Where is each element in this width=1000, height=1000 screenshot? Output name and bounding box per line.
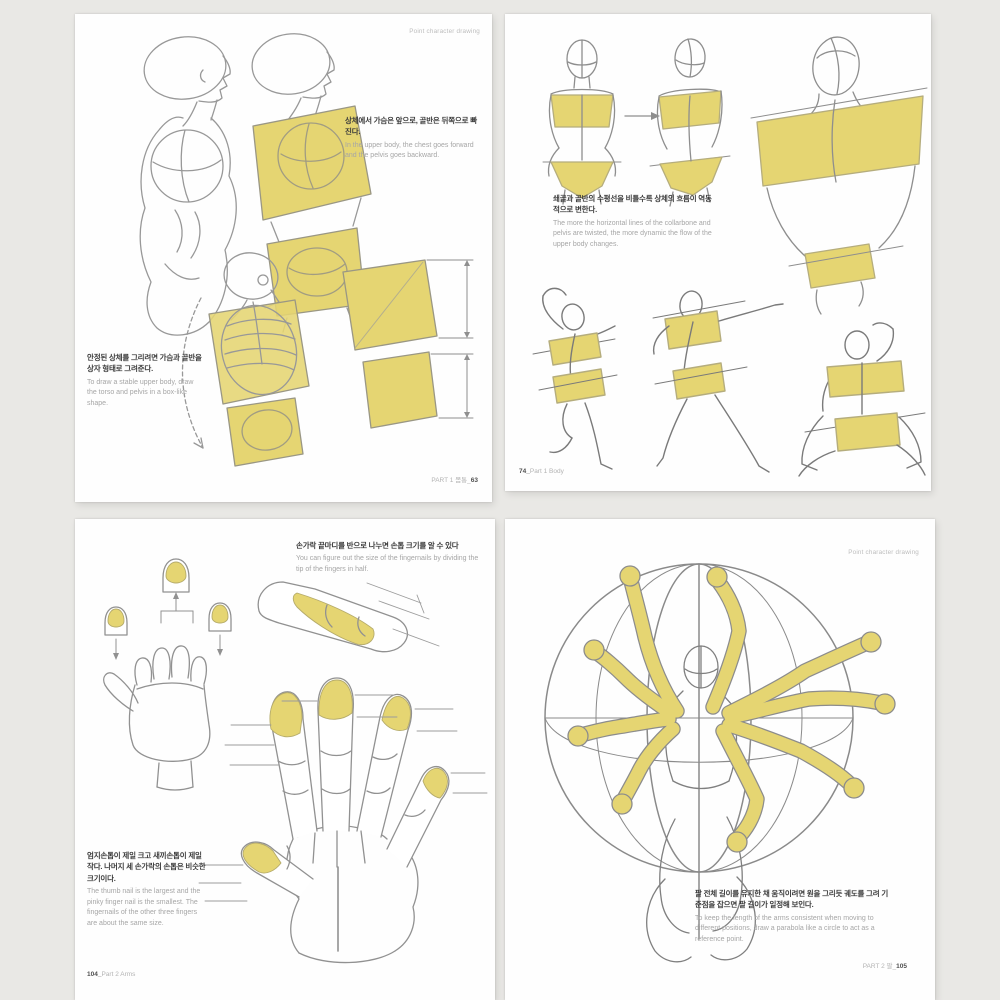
caption-english: To draw a stable upper body, draw the to… <box>87 378 194 408</box>
book-page-upper-body-profile: Point character drawing 상체에서 가슴은 앞으로, 골반… <box>75 14 492 502</box>
caption-korean: 쇄골과 골반의 수평선을 비틀수록 상체의 흐름이 역동적으로 변한다. <box>553 194 712 215</box>
page-footer: PART 2 팔_105 <box>863 960 907 970</box>
footer-page-number: 74_ <box>519 468 530 475</box>
caption-korean: 상체에서 가슴은 앞으로, 골반은 뒤쪽으로 빠진다. <box>345 116 477 137</box>
page-footer: 74_Part 1 Body <box>519 468 564 475</box>
book-page-arm-rotation: Point character drawing 팔 전체 길이를 유지한 채 움… <box>505 519 935 1000</box>
footer-page-number: 105 <box>896 963 907 970</box>
footer-part-label: Part 2 Arms <box>101 971 136 978</box>
rotating-arms <box>567 565 896 853</box>
caption-korean: 손가락 끝마디를 반으로 나누면 손톱 크기를 알 수 있다 <box>296 541 459 550</box>
caption-stable-upper-body: 안정된 상체를 그리려면 가슴과 골반을 상자 형태로 그려준다. To dra… <box>87 352 205 410</box>
caption-korean: 엄지손톱이 제일 크고 새끼손톱이 제일 작다. 나머지 세 손가락의 손톱은 … <box>87 851 206 883</box>
measurement-lines <box>198 694 488 902</box>
page-footer: PART 1 몸통_63 <box>431 474 478 484</box>
footer-page-number: 63 <box>470 477 478 484</box>
skeleton-torso-with-boxes <box>181 252 310 467</box>
footer-page-number: 104_ <box>87 971 102 978</box>
torso-with-box-highlights <box>251 33 372 333</box>
footer-part-label: PART 2 팔_ <box>862 963 897 970</box>
pose-arm-raised <box>532 287 618 470</box>
caption-english: The thumb nail is the largest and the pi… <box>87 887 201 928</box>
caption-korean: 안정된 상체를 그리려면 가슴과 골반을 상자 형태로 그려준다. <box>87 353 202 374</box>
box-diagram-with-measures <box>342 259 474 429</box>
page-running-head: Point character drawing <box>848 549 919 556</box>
arrow-right-icon <box>651 112 660 120</box>
caption-english: The more the horizontal lines of the col… <box>553 219 712 249</box>
curve-arrowhead-icon <box>193 437 204 449</box>
torso-profile-illustration <box>139 33 474 467</box>
torso-dynamics-illustration <box>532 36 928 477</box>
pose-crouching <box>798 322 926 477</box>
frontal-torso-straight <box>542 39 622 205</box>
frontal-torso-twisted <box>649 38 731 207</box>
fingertip-nail-icons <box>104 558 232 660</box>
caption-arm-length: 팔 전체 길이를 유지한 채 움직이려면 원을 그리듯 궤도를 그려 기준점을 … <box>695 888 891 946</box>
small-hand-sketch <box>103 645 211 791</box>
caption-nail-comparison: 엄지손톱이 제일 크고 새끼손톱이 제일 작다. 나머지 세 손가락의 손톱은 … <box>87 850 209 930</box>
large-hand-diagram <box>198 677 488 964</box>
footer-part-label: Part 1 Body <box>529 468 564 475</box>
footer-part-label: PART 1 몸통_ <box>431 477 471 484</box>
large-three-quarter-torso <box>750 36 928 315</box>
side-finger-diagram <box>257 581 440 653</box>
arm-rotation-sphere-illustration <box>544 563 896 963</box>
arrow-icons <box>113 592 223 660</box>
caption-english: You can figure out the size of the finge… <box>296 555 479 574</box>
caption-english: In the upper body, the chest goes forwar… <box>345 141 474 160</box>
page-footer: 104_Part 2 Arms <box>87 971 135 978</box>
measure-arrowheads-icon <box>464 260 470 418</box>
caption-nail-size: 손가락 끝마디를 반으로 나누면 손톱 크기를 알 수 있다 You can f… <box>296 540 480 576</box>
book-page-fingernails: 손가락 끝마디를 반으로 나누면 손톱 크기를 알 수 있다 You can f… <box>75 519 495 1000</box>
page-running-head: Point character drawing <box>409 28 480 35</box>
caption-english: To keep the length of the arms consisten… <box>695 914 875 944</box>
caption-korean: 팔 전체 길이를 유지한 채 움직이려면 원을 그리듯 궤도를 그려 기준점을 … <box>695 889 889 910</box>
fists <box>567 565 896 853</box>
book-page-torso-dynamics: 쇄골과 골반의 수평선을 비틀수록 상체의 흐름이 역동적으로 변한다. The… <box>505 14 931 491</box>
caption-twist-dynamics: 쇄골과 골반의 수평선을 비틀수록 상체의 흐름이 역동적으로 변한다. The… <box>553 193 715 251</box>
anatomical-torso-sketch <box>139 36 237 336</box>
hand-fingernail-illustration <box>103 558 488 964</box>
yellow-nail-tips <box>242 679 448 874</box>
pose-lunging <box>652 290 784 473</box>
caption-chest-pelvis: 상체에서 가슴은 앞으로, 골반은 뒤쪽으로 빠진다. In the upper… <box>345 115 483 162</box>
